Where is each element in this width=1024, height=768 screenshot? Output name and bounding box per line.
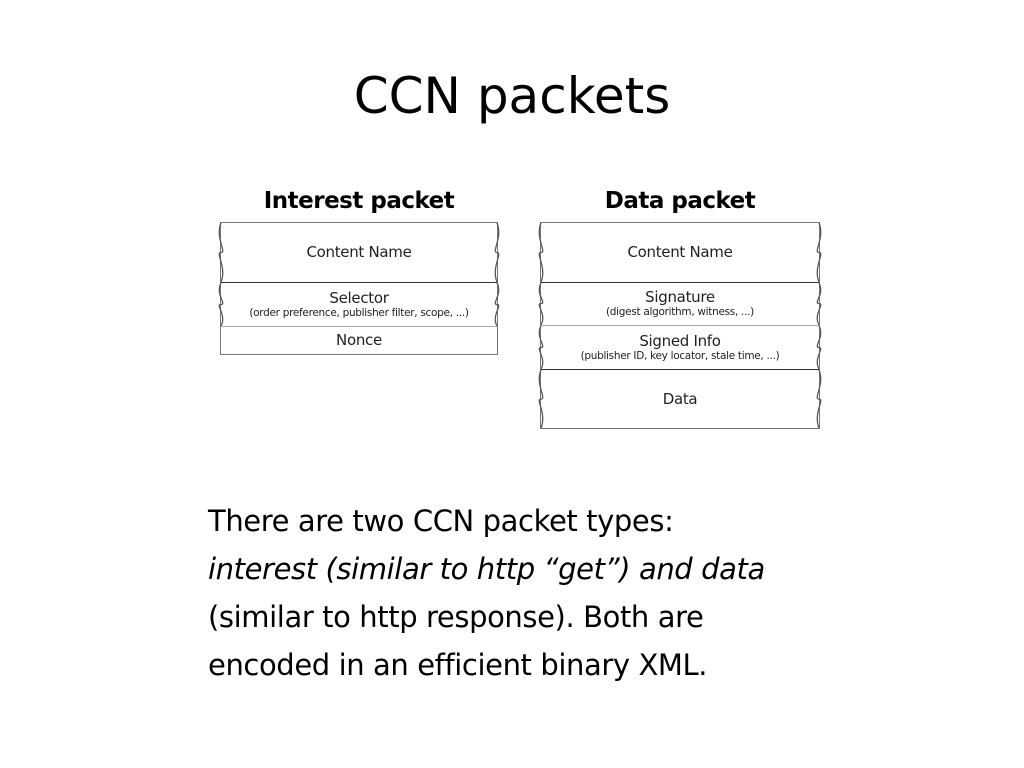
data-packet-title: Data packet (604, 188, 756, 214)
explanation-italic-text: interest (similar to http “get”) and dat… (208, 552, 765, 586)
data-field-signed-info: Signed Info (publisher ID, key locator, … (538, 325, 822, 370)
interest-packet-diagram: Interest packet Content Name Selector (o… (218, 186, 500, 358)
wavy-edge-icon (494, 282, 500, 327)
explanation-line-italic: interest (similar to http “get”) and dat… (208, 545, 888, 593)
field-label: Content Name (306, 243, 412, 261)
field-sublabel: (publisher ID, key locator, stale time, … (580, 349, 780, 362)
wavy-edge-icon (816, 369, 822, 429)
data-packet-body: Content Name Signature (digest algorithm… (538, 222, 822, 429)
field-label: Content Name (627, 243, 733, 261)
field-label: Signed Info (639, 331, 721, 350)
field-label: Nonce (336, 331, 382, 349)
data-field-data: Data (538, 369, 822, 429)
interest-field-selector: Selector (order preference, publisher fi… (218, 282, 500, 327)
explanation-line: There are two CCN packet types: (208, 504, 674, 538)
field-label: Signature (645, 288, 715, 306)
wavy-edge-icon (218, 222, 224, 283)
wavy-edge-icon (538, 369, 544, 429)
wavy-edge-icon (816, 222, 822, 283)
field-label: Selector (329, 288, 389, 307)
data-field-signature: Signature (digest algorithm, witness, ..… (538, 282, 822, 326)
interest-field-nonce: Nonce (221, 327, 497, 354)
field-sublabel: (digest algorithm, witness, ...) (606, 306, 754, 318)
explanation-text: There are two CCN packet types: interest… (208, 497, 888, 689)
wavy-edge-icon (494, 222, 500, 283)
data-field-content-name: Content Name (538, 222, 822, 283)
data-packet-diagram: Data packet Content Name Signature (dige… (538, 186, 822, 430)
wavy-edge-icon (538, 325, 544, 370)
wavy-edge-icon (538, 282, 544, 326)
slide-title: CCN packets (353, 67, 671, 125)
explanation-line: (similar to http response). Both are (208, 600, 704, 634)
interest-packet-title: Interest packet (263, 188, 455, 214)
explanation-line: encoded in an efficient binary XML. (208, 648, 708, 682)
wavy-edge-icon (218, 282, 224, 327)
wavy-edge-icon (816, 282, 822, 326)
field-label: Data (662, 389, 698, 408)
wavy-edge-icon (816, 325, 822, 370)
interest-field-content-name: Content Name (218, 222, 500, 283)
field-sublabel: (order preference, publisher filter, sco… (249, 306, 469, 319)
wavy-edge-icon (538, 222, 544, 283)
interest-packet-body: Content Name Selector (order preference,… (218, 222, 500, 355)
